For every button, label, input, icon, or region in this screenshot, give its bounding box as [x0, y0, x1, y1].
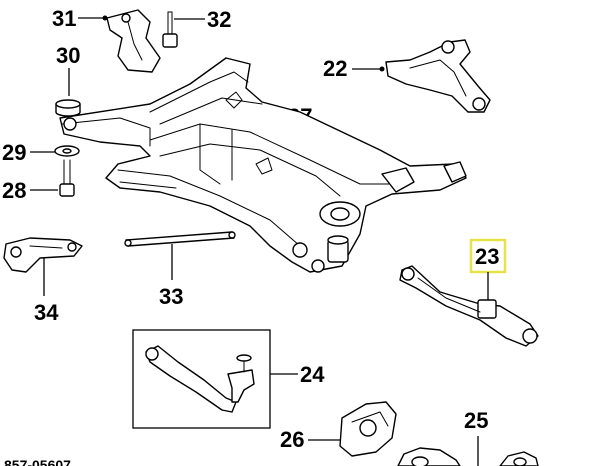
- callout-29[interactable]: 29: [2, 140, 26, 165]
- callout-22[interactable]: 22: [323, 56, 347, 81]
- callout-24[interactable]: 24: [300, 362, 325, 387]
- callout-31[interactable]: 31: [52, 6, 76, 31]
- callout-33[interactable]: 33: [159, 284, 183, 309]
- part-23-lateral-link[interactable]: [399, 265, 539, 347]
- part-26-mount[interactable]: [339, 401, 397, 457]
- part-22-control-arm[interactable]: [385, 39, 491, 113]
- part-24-frame: [132, 329, 271, 429]
- part-25-knuckle[interactable]: [397, 447, 539, 466]
- illustration-code: 857-05607: [4, 457, 71, 466]
- callout-32[interactable]: 32: [207, 7, 231, 32]
- part-31-bracket[interactable]: [106, 9, 161, 73]
- part-32-bolt[interactable]: [162, 11, 178, 48]
- callout-28[interactable]: 28: [2, 178, 26, 203]
- leader-dot-22: [379, 66, 385, 72]
- part-30-bushing[interactable]: [55, 99, 81, 117]
- part-34-bracket[interactable]: [3, 237, 83, 273]
- callout-26[interactable]: 26: [280, 427, 304, 452]
- part-29-washer[interactable]: [54, 145, 80, 157]
- callout-23[interactable]: 23: [475, 244, 499, 269]
- callout-30[interactable]: 30: [56, 43, 80, 68]
- callout-25[interactable]: 25: [464, 408, 488, 433]
- part-24-arm-assembly[interactable]: [145, 345, 255, 413]
- part-27-subframe[interactable]: [59, 57, 467, 273]
- part-28-bolt[interactable]: [59, 159, 75, 197]
- part-33-rod[interactable]: [124, 231, 236, 247]
- callout-34[interactable]: 34: [34, 300, 59, 325]
